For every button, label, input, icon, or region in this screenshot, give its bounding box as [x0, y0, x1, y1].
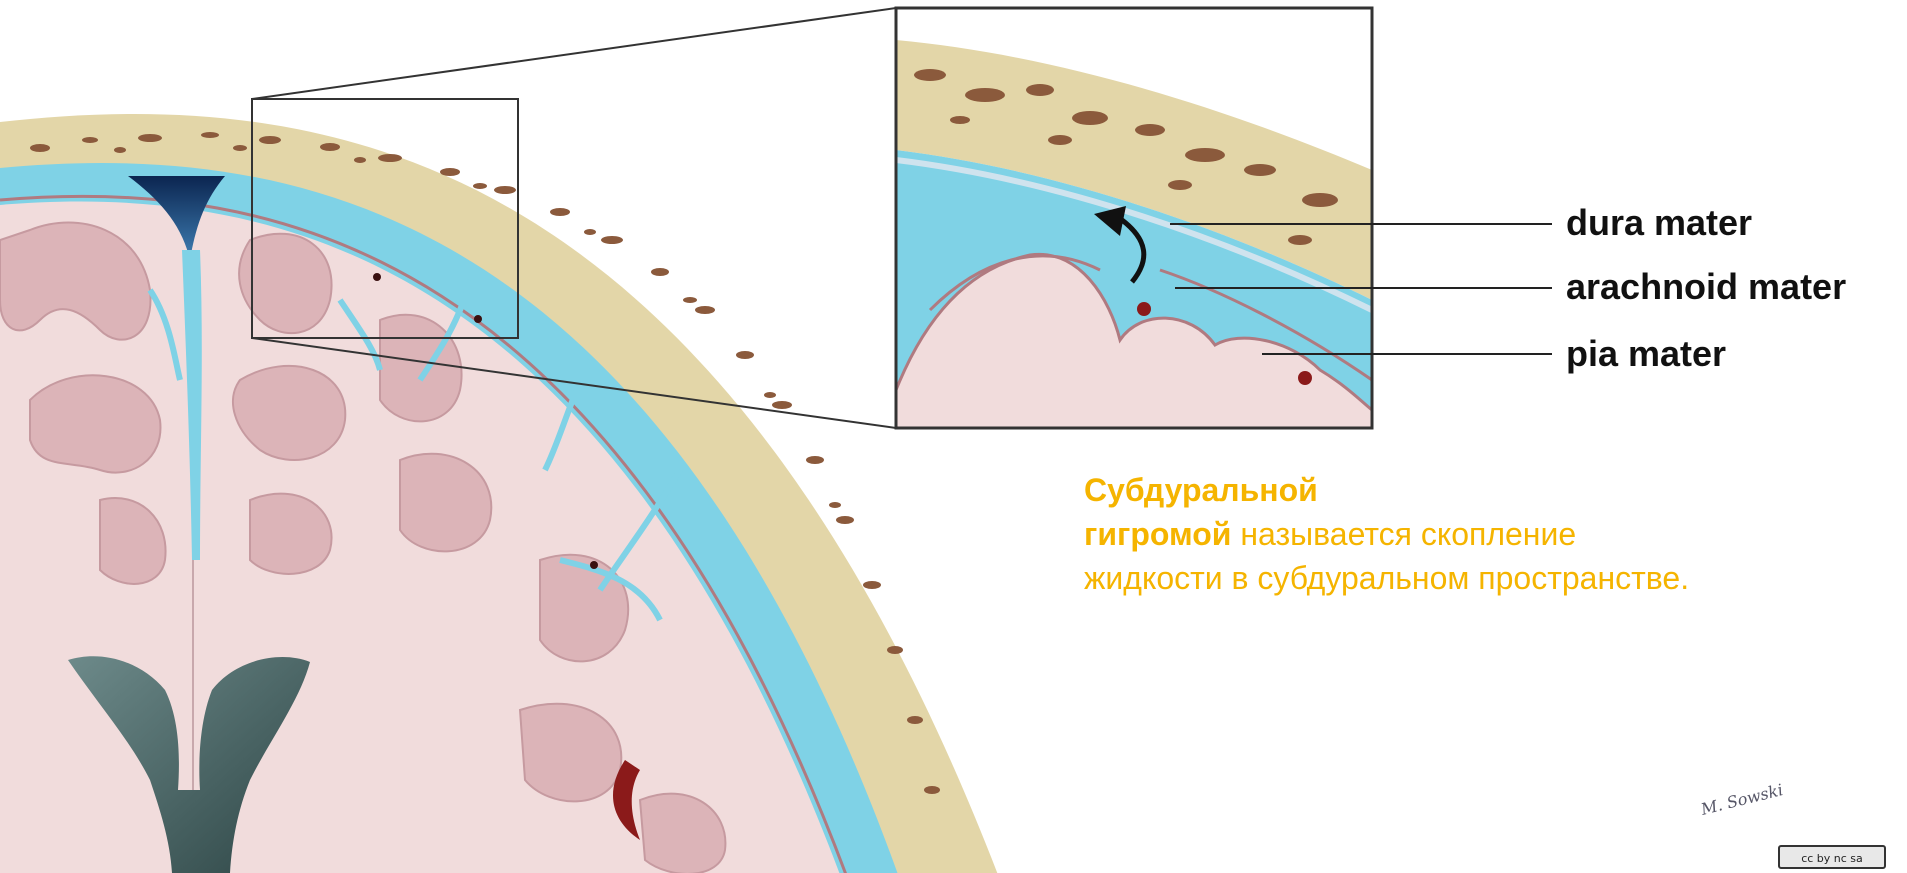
- label-arachnoid-mater: arachnoid mater: [1566, 266, 1846, 308]
- description: Субдуральной гигромой называется скоплен…: [1084, 468, 1704, 600]
- zoom-inset: [896, 8, 1372, 428]
- label-pia-mater: pia mater: [1566, 333, 1726, 375]
- coronal-section: [0, 114, 1000, 873]
- zoom-vessel-2: [1298, 371, 1312, 385]
- zoom-connector-top: [252, 8, 896, 99]
- label-dura-mater: dura mater: [1566, 202, 1752, 244]
- license-badge: cc by nc sa: [1778, 845, 1886, 869]
- description-term-line1: Субдуральной: [1084, 472, 1318, 508]
- description-term-line2: гигромой: [1084, 516, 1231, 552]
- zoom-vessel-1: [1137, 302, 1151, 316]
